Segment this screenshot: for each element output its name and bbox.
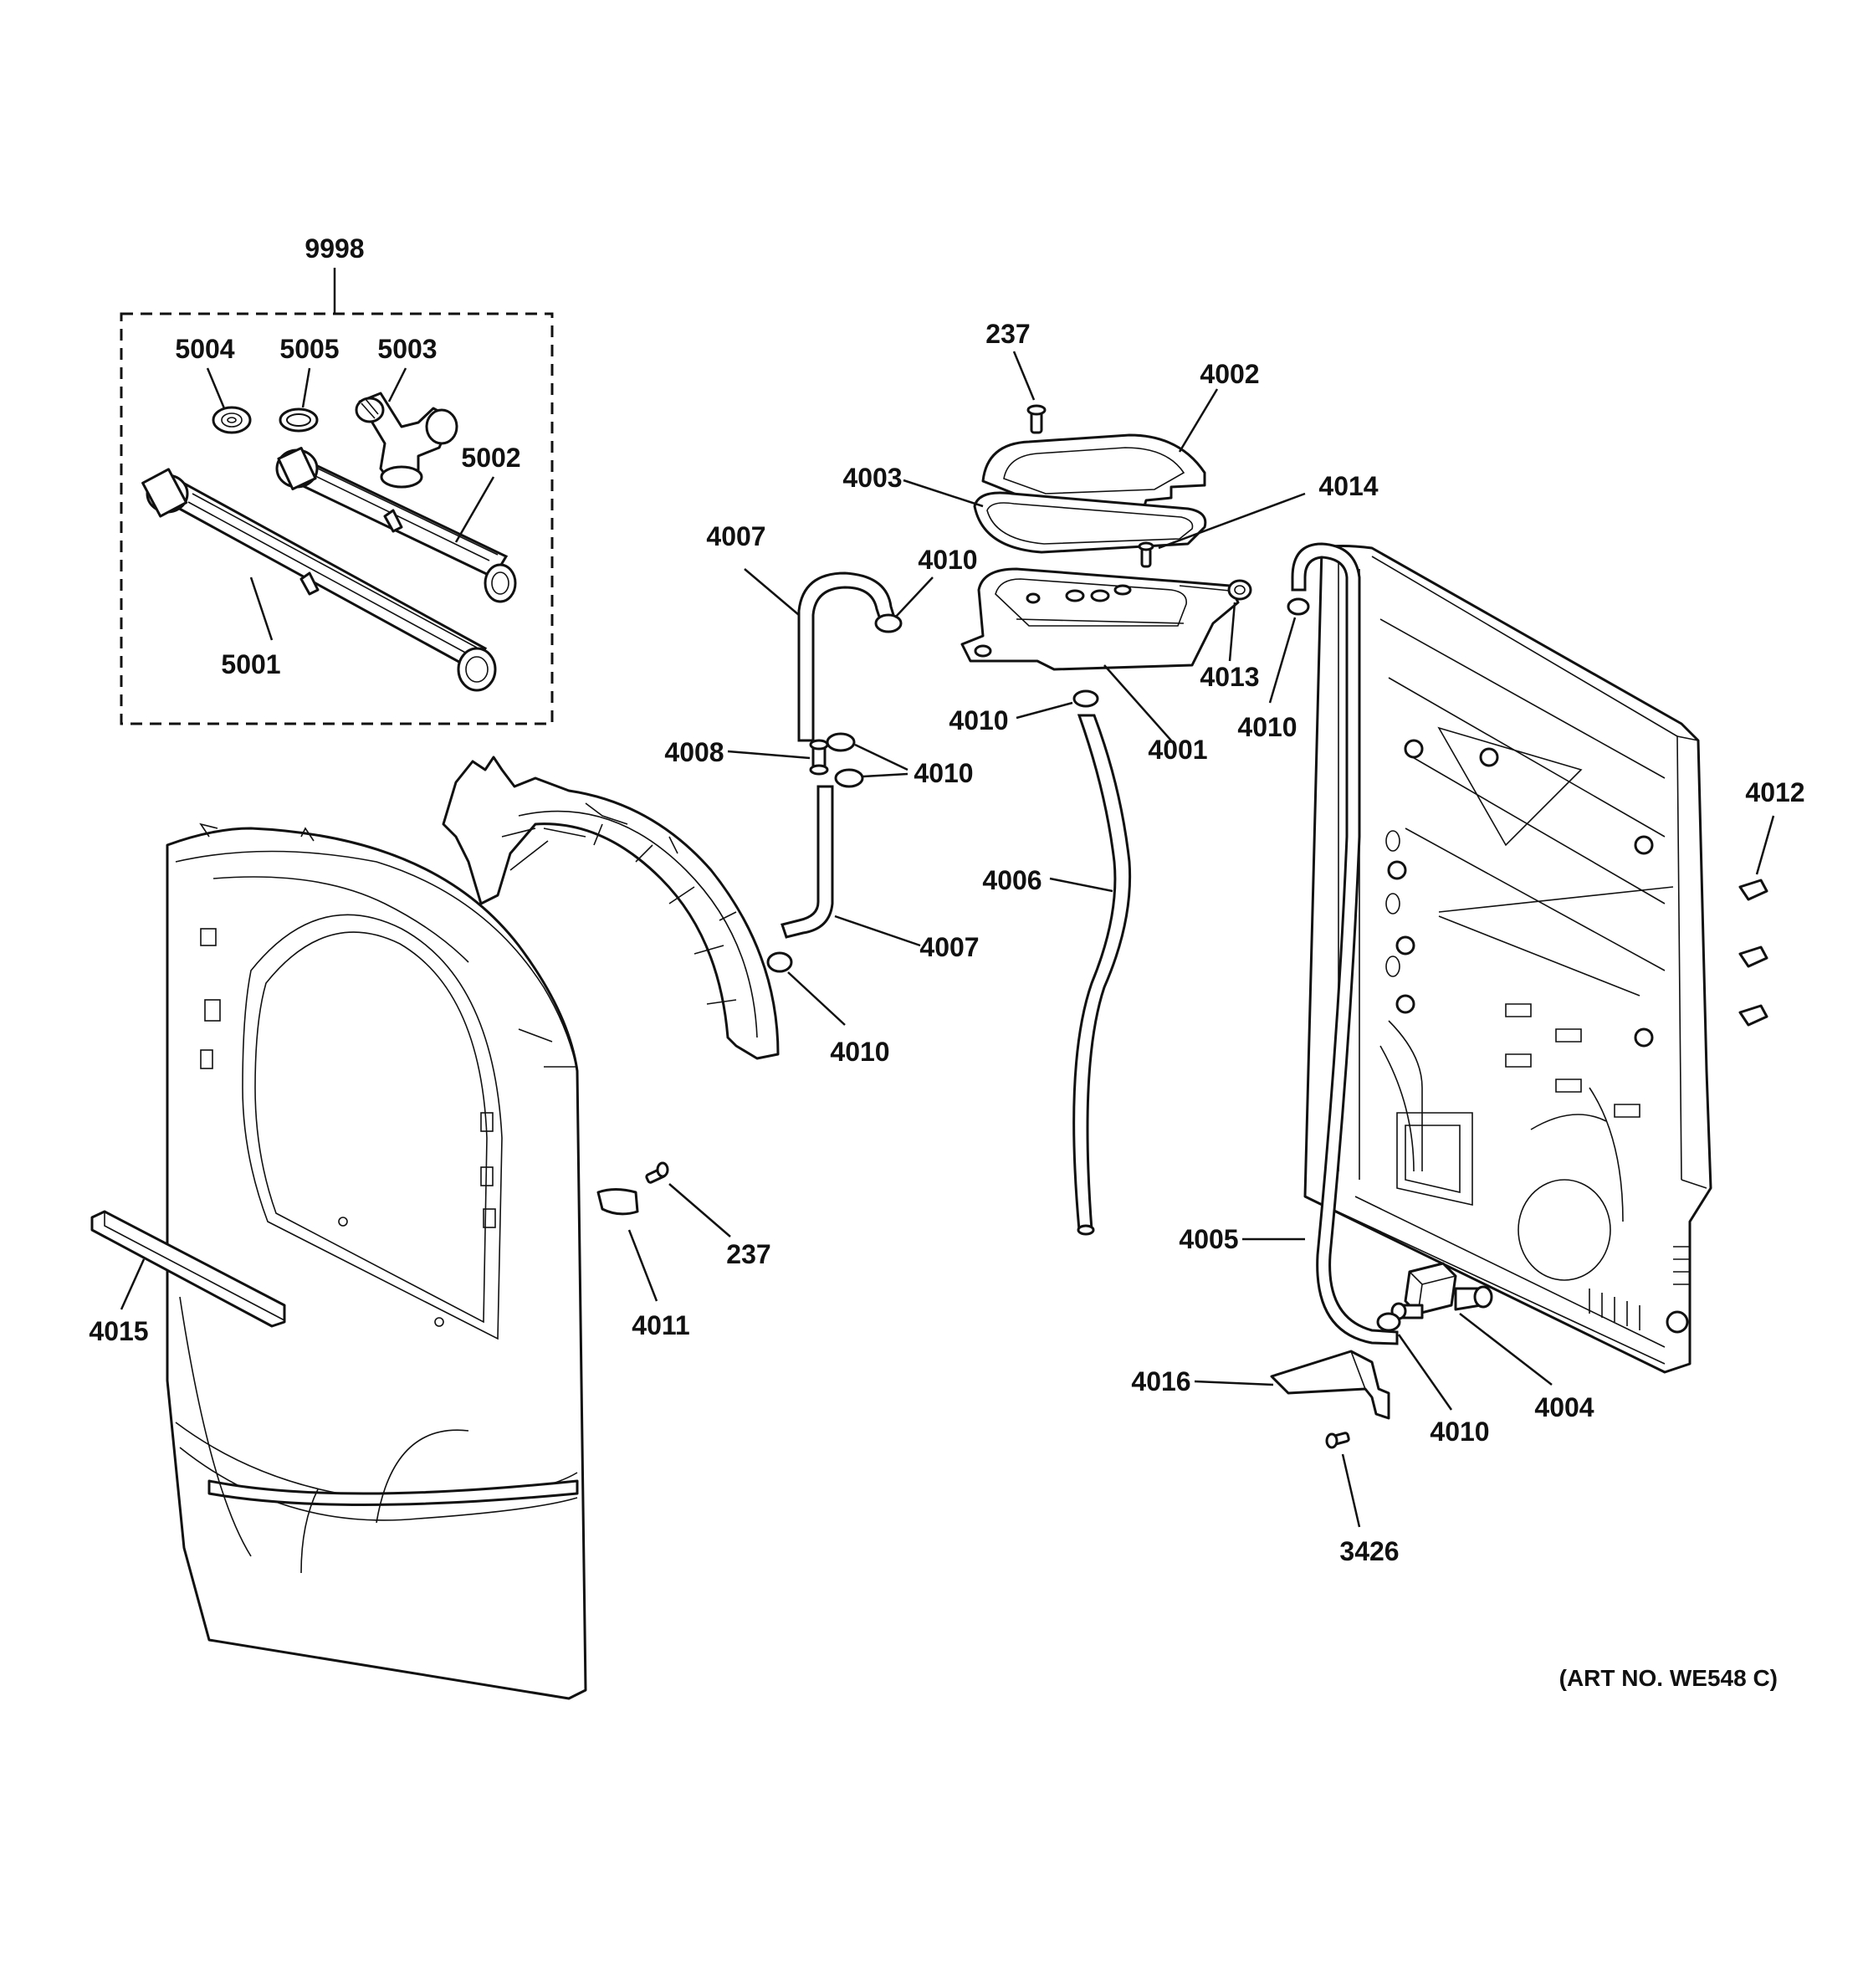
callout-5002: 5002 bbox=[461, 443, 520, 473]
kit-dashed-box bbox=[120, 312, 554, 725]
y-connector-part[interactable] bbox=[355, 392, 458, 489]
callout-4010-c: 4010 bbox=[1237, 712, 1297, 742]
door-ring-group[interactable] bbox=[442, 756, 780, 1060]
callout-3426: 3426 bbox=[1339, 1536, 1399, 1566]
clips-4012-part[interactable] bbox=[1738, 879, 1768, 1027]
hose-4007-upper-part[interactable] bbox=[797, 571, 895, 742]
callout-237-bottom: 237 bbox=[726, 1239, 770, 1269]
fill-hose-upper-part[interactable] bbox=[275, 447, 517, 603]
bottom-fastener-group bbox=[596, 1161, 731, 1302]
callout-4005: 4005 bbox=[1179, 1224, 1238, 1254]
callout-4014: 4014 bbox=[1318, 471, 1378, 501]
hose-connector-4008-part[interactable] bbox=[809, 739, 829, 776]
callout-4011: 4011 bbox=[632, 1310, 689, 1340]
clamp-4010-d1-part[interactable] bbox=[826, 732, 856, 752]
screw-237-bottom-part[interactable] bbox=[645, 1161, 669, 1184]
hose-4005-part[interactable] bbox=[1291, 542, 1399, 1345]
clamp-4010-b-part[interactable] bbox=[1072, 689, 1099, 708]
screw-3426-part[interactable] bbox=[1325, 1432, 1350, 1449]
strainer-screen-part[interactable] bbox=[212, 406, 252, 434]
callout-4010-e: 4010 bbox=[830, 1037, 889, 1067]
dispenser-box-part[interactable] bbox=[960, 567, 1240, 671]
callout-4013: 4013 bbox=[1200, 662, 1259, 692]
callout-4015: 4015 bbox=[89, 1316, 148, 1346]
callout-5001: 5001 bbox=[221, 649, 280, 679]
clamp-4010-d2-part[interactable] bbox=[834, 768, 864, 788]
callout-4002: 4002 bbox=[1200, 359, 1259, 389]
callout-4010-d: 4010 bbox=[914, 758, 973, 788]
clamp-4010-a-part[interactable] bbox=[874, 613, 903, 633]
dispenser-hose-group bbox=[727, 568, 934, 1026]
callout-4007-top: 4007 bbox=[706, 521, 765, 551]
clamp-4010-f-part[interactable] bbox=[1376, 1312, 1401, 1332]
callout-5003: 5003 bbox=[377, 334, 437, 364]
cabinet-panel-group bbox=[1194, 542, 1775, 1528]
foot-strip-4015-part[interactable] bbox=[90, 1210, 286, 1328]
callout-237-top: 237 bbox=[985, 319, 1030, 349]
callout-5005: 5005 bbox=[279, 334, 339, 364]
callout-9998: 9998 bbox=[305, 233, 364, 264]
callout-4001: 4001 bbox=[1148, 735, 1207, 765]
callout-4007-bottom: 4007 bbox=[919, 932, 979, 962]
drain-hose-group bbox=[1016, 689, 1132, 1236]
callout-4003: 4003 bbox=[842, 463, 902, 493]
fill-hose-lower-part[interactable] bbox=[141, 468, 497, 692]
callout-4010-a: 4010 bbox=[918, 545, 977, 575]
callout-4010-b: 4010 bbox=[949, 705, 1008, 735]
dispenser-gasket-part[interactable] bbox=[973, 491, 1207, 554]
callout-4016: 4016 bbox=[1131, 1366, 1190, 1396]
callout-4008: 4008 bbox=[664, 737, 724, 767]
screw-4014-part[interactable] bbox=[1138, 541, 1154, 568]
washer-ring-part[interactable] bbox=[279, 407, 319, 433]
art-number-label: (ART NO. WE548 C) bbox=[1559, 1665, 1778, 1691]
callout-5004: 5004 bbox=[175, 334, 234, 364]
clip-4011-part[interactable] bbox=[596, 1188, 639, 1216]
hose-4007-lower-part[interactable] bbox=[781, 785, 834, 939]
hose-4006-part[interactable] bbox=[1072, 714, 1132, 1236]
dispenser-assembly-group bbox=[903, 351, 1306, 741]
callout-4012: 4012 bbox=[1745, 777, 1804, 807]
clamp-4010-c-part[interactable] bbox=[1287, 597, 1310, 616]
front-panel-group bbox=[90, 822, 587, 1700]
cabinet-back-panel-part[interactable] bbox=[1303, 545, 1712, 1374]
bracket-4016-part[interactable] bbox=[1270, 1350, 1390, 1420]
clamp-4010-e-part[interactable] bbox=[766, 951, 793, 973]
callout-4006: 4006 bbox=[982, 865, 1042, 895]
water-valve-4004-part[interactable] bbox=[1390, 1262, 1493, 1320]
front-panel-part[interactable] bbox=[166, 822, 587, 1700]
screw-top-part[interactable] bbox=[1026, 404, 1047, 434]
callout-labels: 9998 5004 5005 5003 5002 5001 237 4002 4… bbox=[89, 233, 1804, 1691]
callout-4010-f: 4010 bbox=[1430, 1417, 1489, 1447]
callout-4004: 4004 bbox=[1534, 1392, 1594, 1422]
hose-kit-group bbox=[120, 268, 554, 725]
nut-4013-part[interactable] bbox=[1227, 579, 1252, 601]
